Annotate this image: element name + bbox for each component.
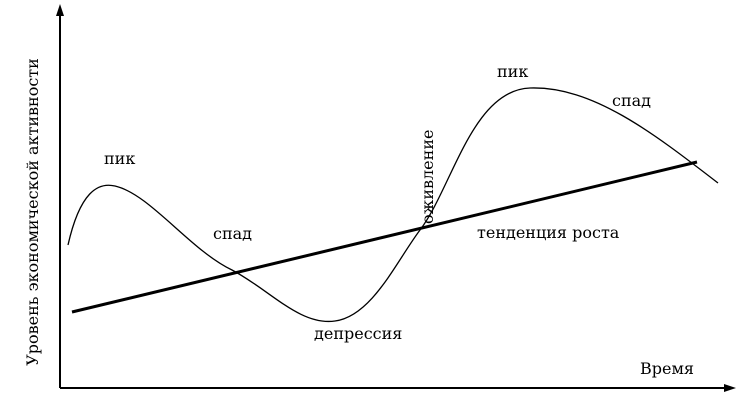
y-axis-arrow-icon [56, 4, 64, 16]
phase-label-depression: депрессия [314, 324, 402, 343]
trend-label: тенденция роста [477, 223, 620, 242]
growth-trend-line [71, 160, 698, 314]
phase-label-peak-2: пик [497, 62, 528, 81]
phase-label-peak-1: пик [104, 149, 135, 168]
phase-label-decline-2: спад [612, 91, 651, 110]
phase-label-recovery: оживление [418, 130, 437, 224]
business-cycle-curve [67, 87, 719, 323]
phase-label-decline-1: спад [213, 224, 252, 243]
x-axis-label: Время [640, 359, 694, 378]
x-axis-arrow-icon [724, 384, 736, 392]
y-axis-label: Уровень экономической активности [23, 58, 42, 366]
